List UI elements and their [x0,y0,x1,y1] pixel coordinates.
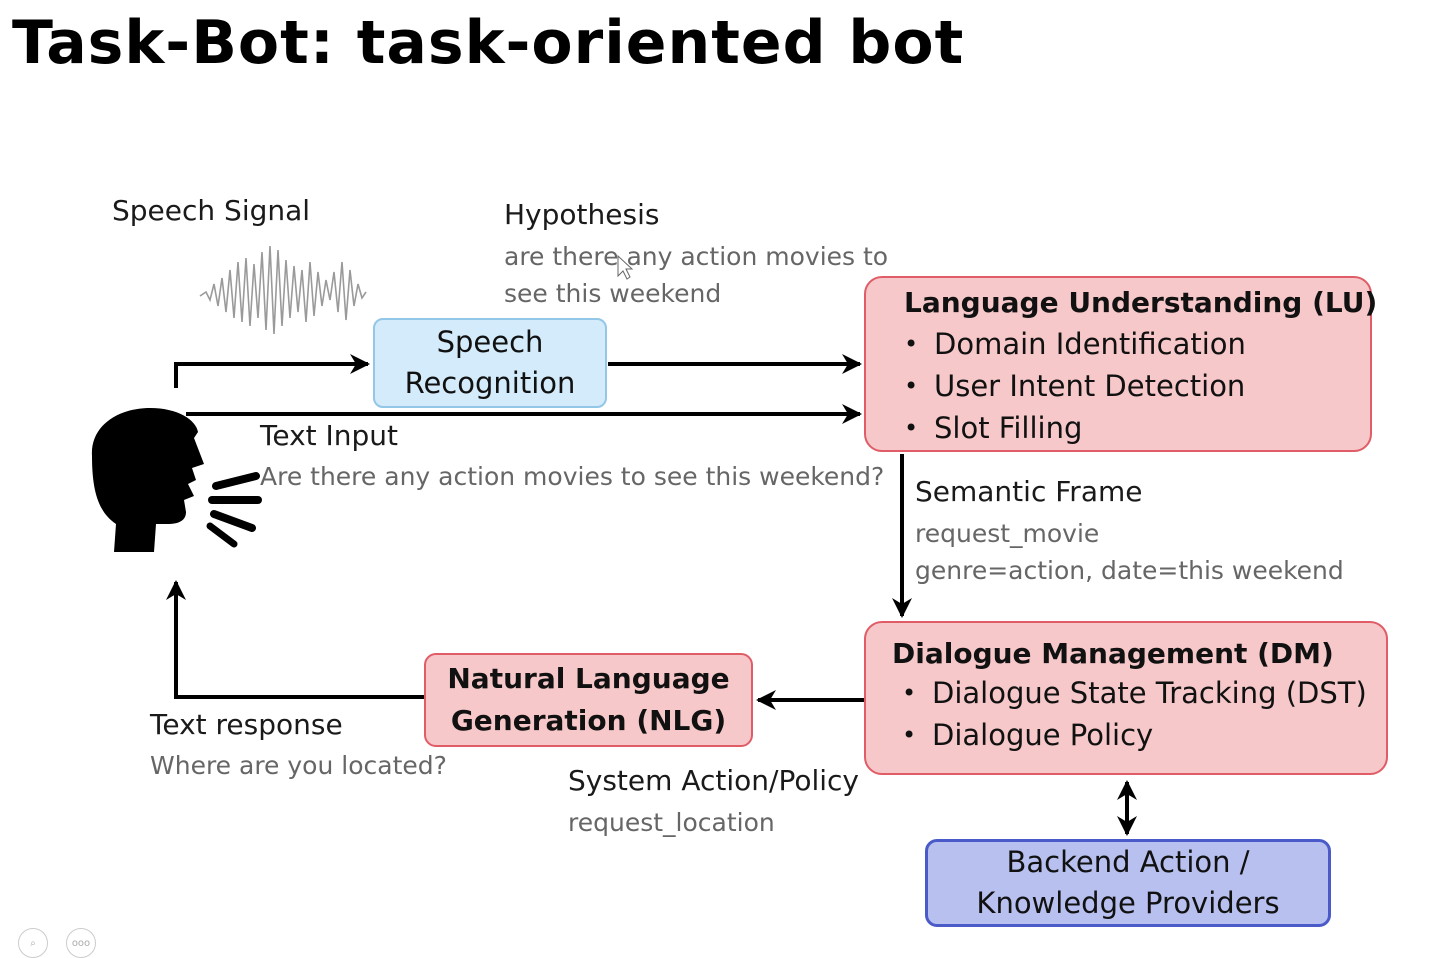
language-understanding-box: Language Understanding (LU) •Domain Iden… [864,276,1378,452]
kb-line-2: Knowledge Providers [976,886,1280,920]
lu-item: •User Intent Detection [904,369,1246,403]
speech-recognition-box: Speech Recognition [373,318,607,408]
arrow-head-to-asr [174,354,370,388]
lu-item: •Domain Identification [904,327,1246,361]
hypothesis-label: Hypothesis [504,198,660,231]
semantic-frame-text-2: genre=action, date=this weekend [915,556,1344,585]
semantic-frame-text-1: request_movie [915,519,1100,548]
dialogue-management-box: Dialogue Management (DM) •Dialogue State… [864,621,1388,775]
more-icon[interactable]: ooo [66,928,96,958]
speech-recognition-line-1: Speech [436,325,544,359]
speech-signal-label: Speech Signal [112,194,311,227]
nlg-line-1: Natural Language [447,662,730,695]
waveform-icon [199,245,367,335]
backend-knowledge-box: Backend Action / Knowledge Providers [925,839,1331,927]
page-title: Task-Bot: task-oriented bot [12,8,965,78]
text-response-label: Text response [150,708,343,741]
lu-item: •Slot Filling [904,411,1083,445]
lu-title: Language Understanding (LU) [904,286,1378,319]
cursor-icon [617,254,634,280]
nlg-box: Natural Language Generation (NLG) [424,653,753,747]
kb-line-1: Backend Action / [1006,845,1250,879]
zoom-icon[interactable]: ⌕ [18,928,48,958]
hypothesis-text-1: are there any action movies to [504,242,889,271]
arrow-nlg-to-head [166,580,424,699]
hypothesis-text-2: see this weekend [504,279,722,308]
system-action-text: request_location [568,808,775,837]
nlg-line-2: Generation (NLG) [450,704,727,737]
speech-recognition-line-2: Recognition [404,366,576,400]
semantic-frame-label: Semantic Frame [915,475,1143,508]
speaking-head-icon [91,408,262,552]
text-response-text: Where are you located? [150,751,447,780]
system-action-label: System Action/Policy [568,764,859,797]
text-input-text: Are there any action movies to see this … [260,462,885,491]
text-input-label: Text Input [260,419,399,452]
dm-item: •Dialogue State Tracking (DST) [902,676,1367,710]
dm-title: Dialogue Management (DM) [892,637,1334,670]
dm-item: •Dialogue Policy [902,718,1154,752]
